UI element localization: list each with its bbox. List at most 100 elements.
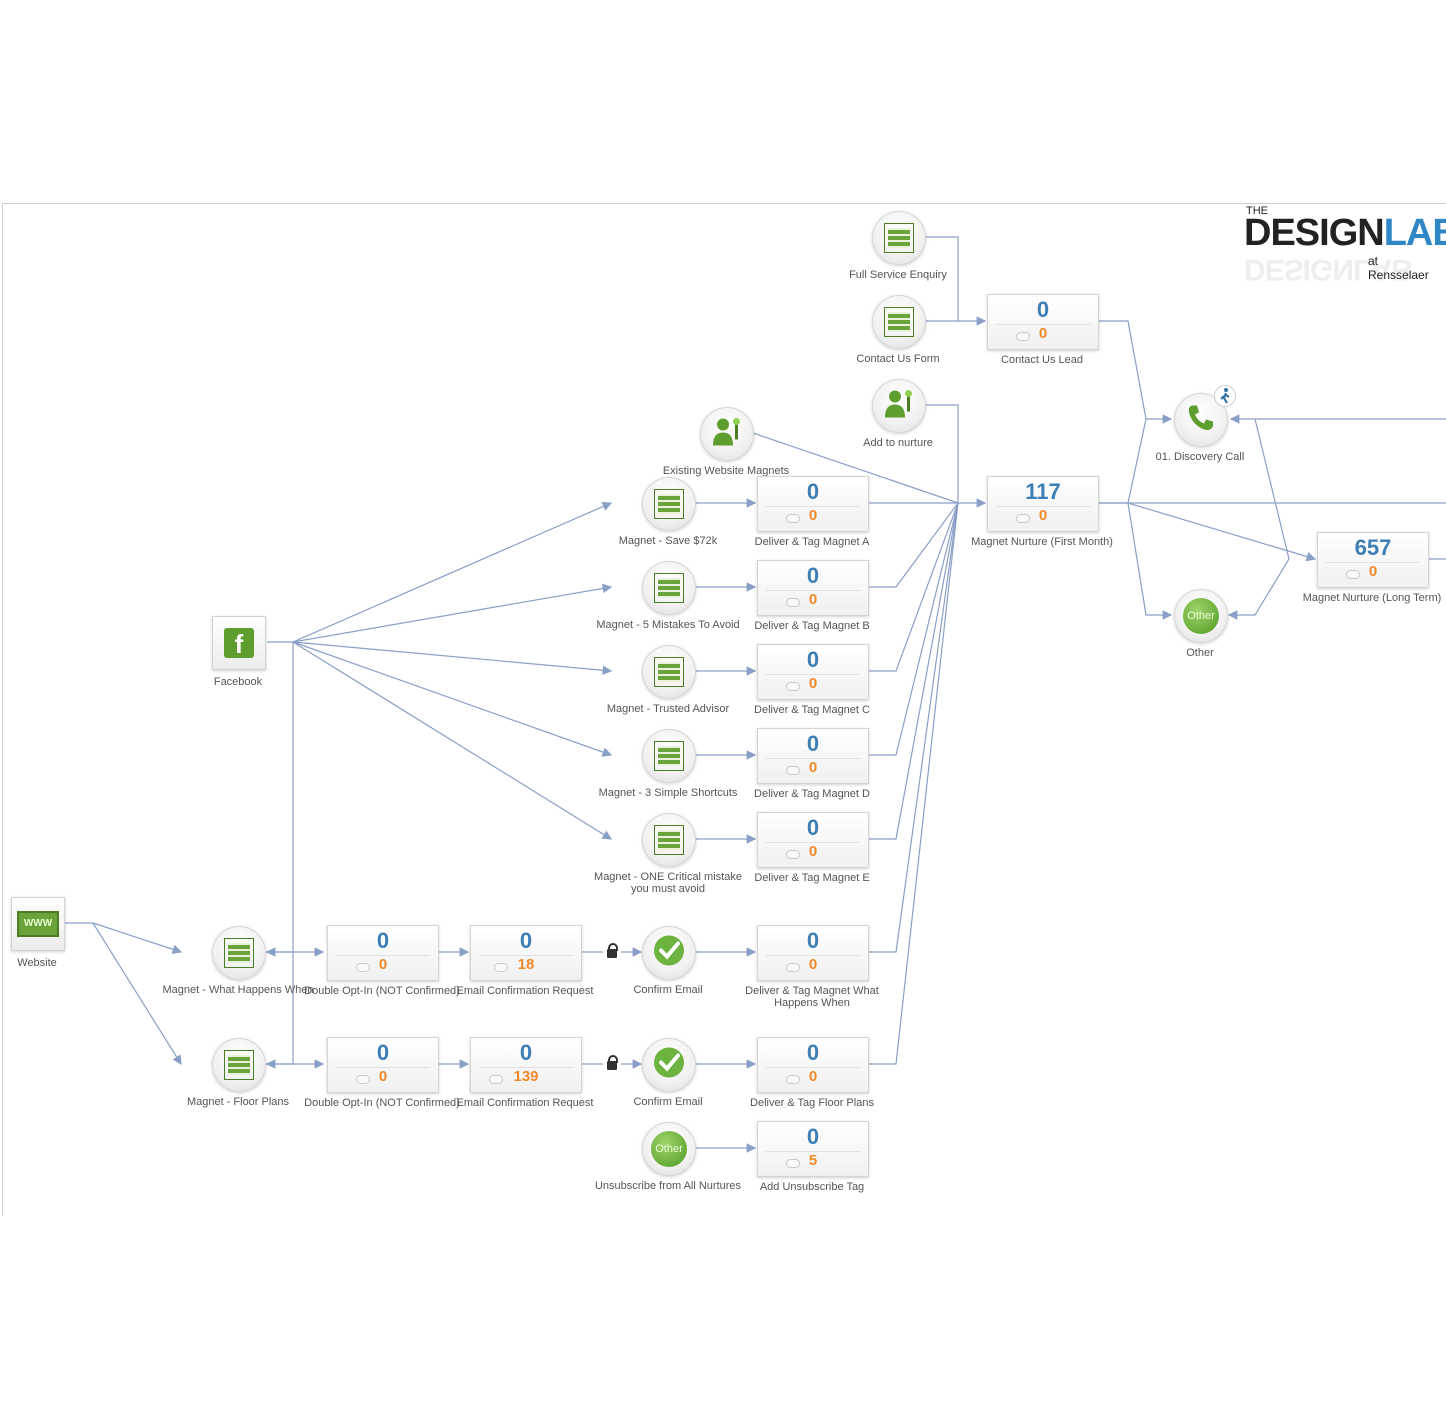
sequence-label: Deliver & Tag Magnet D xyxy=(754,788,870,800)
sequence-sub-count: 5 xyxy=(808,1152,818,1169)
sequence-count: 0 xyxy=(376,928,390,953)
lock-icon xyxy=(607,943,618,958)
cloud-icon xyxy=(786,1075,800,1084)
sequence-divider xyxy=(336,955,430,956)
goal-label: Other xyxy=(1186,647,1214,659)
sequence-divider xyxy=(766,842,860,843)
sequence-count: 0 xyxy=(806,1124,820,1149)
goal-label: Unsubscribe from All Nurtures xyxy=(594,1180,742,1192)
website-icon: WWW xyxy=(17,911,59,937)
sequence-label: Email Confirmation Request xyxy=(456,985,594,997)
goal-node-unsub[interactable]: Other xyxy=(642,1122,696,1176)
sequence-count: 117 xyxy=(1025,479,1061,504)
form-label: Contact Us Form xyxy=(856,353,940,365)
form-node-add-nurture[interactable] xyxy=(872,379,926,433)
phone-icon xyxy=(1186,403,1216,438)
logo-lab: LAB xyxy=(1383,212,1446,254)
form-node-m-floor[interactable] xyxy=(212,1038,266,1092)
sequence-divider xyxy=(766,955,860,956)
form-node-m-three[interactable] xyxy=(642,729,696,783)
sequence-divider xyxy=(1326,562,1420,563)
goal-label: Confirm Email xyxy=(633,984,703,996)
form-label: Magnet - Floor Plans xyxy=(186,1096,290,1108)
cloud-icon xyxy=(356,1075,370,1084)
cloud-icon xyxy=(786,682,800,691)
goal-node-other-goal[interactable]: Other xyxy=(1174,589,1228,643)
form-node-m-one[interactable] xyxy=(642,813,696,867)
sequence-sub-count: 0 xyxy=(1368,563,1378,580)
sequence-count: 0 xyxy=(806,1040,820,1065)
cloud-icon xyxy=(356,963,370,972)
sequence-sub-count: 0 xyxy=(808,759,818,776)
check-icon xyxy=(652,1046,686,1085)
sequence-label: Contact Us Lead xyxy=(1001,354,1083,366)
form-node-m-five[interactable] xyxy=(642,561,696,615)
cloud-icon xyxy=(786,514,800,523)
sequence-sub-count: 0 xyxy=(378,956,388,973)
form-label: Magnet - ONE Critical mistake you must a… xyxy=(594,871,742,895)
facebook-icon: f xyxy=(224,628,254,659)
goal-node-confirm-1[interactable] xyxy=(642,926,696,980)
form-icon xyxy=(884,223,914,253)
form-label: Magnet - Save $72k xyxy=(618,535,718,547)
sequence-label: Deliver & Tag Magnet What Happens When xyxy=(745,985,879,1009)
sequence-label: Add Unsubscribe Tag xyxy=(759,1181,865,1193)
source-node-facebook[interactable]: f xyxy=(212,616,266,670)
sequence-label: Magnet Nurture (Long Term) xyxy=(1302,592,1442,604)
goal-node-confirm-2[interactable] xyxy=(642,1038,696,1092)
cloud-icon xyxy=(786,963,800,972)
sequence-label: Deliver & Tag Floor Plans xyxy=(750,1097,874,1109)
cloud-icon xyxy=(1016,332,1030,341)
form-node-m-trusted[interactable] xyxy=(642,645,696,699)
sequence-count: 0 xyxy=(806,731,820,756)
sequence-divider xyxy=(766,674,860,675)
form-label: Full Service Enquiry xyxy=(849,269,947,281)
form-node-m-save[interactable] xyxy=(642,477,696,531)
sequence-sub-count: 0 xyxy=(808,843,818,860)
sequence-divider xyxy=(766,1151,860,1152)
sequence-count: 657 xyxy=(1354,535,1392,560)
sequence-divider xyxy=(766,506,860,507)
sequence-divider xyxy=(996,324,1090,325)
sequence-divider xyxy=(336,1067,430,1068)
sequence-count: 0 xyxy=(1036,297,1050,322)
source-label: Website xyxy=(17,957,57,969)
source-node-website[interactable]: WWW xyxy=(11,897,65,951)
sequence-count: 0 xyxy=(806,479,820,504)
form-node-existing[interactable] xyxy=(700,407,754,461)
sequence-count: 0 xyxy=(806,647,820,672)
form-label: Add to nurture xyxy=(863,437,933,449)
form-icon xyxy=(654,825,684,855)
sequence-label: Email Confirmation Request xyxy=(456,1097,594,1109)
sequence-sub-count: 0 xyxy=(808,956,818,973)
cloud-icon xyxy=(1346,570,1360,579)
check-icon xyxy=(652,934,686,973)
cloud-icon xyxy=(786,766,800,775)
sequence-count: 0 xyxy=(519,1040,533,1065)
form-node-contact-form[interactable] xyxy=(872,295,926,349)
source-label: Facebook xyxy=(213,676,263,688)
form-node-m-what[interactable] xyxy=(212,926,266,980)
logo-wordmark: DESIGNLAB xyxy=(1244,212,1446,255)
form-node-full-service[interactable] xyxy=(872,211,926,265)
sequence-sub-count: 0 xyxy=(378,1068,388,1085)
sequence-count: 0 xyxy=(806,928,820,953)
sequence-label: Deliver & Tag Magnet B xyxy=(754,620,870,632)
sequence-count: 0 xyxy=(519,928,533,953)
